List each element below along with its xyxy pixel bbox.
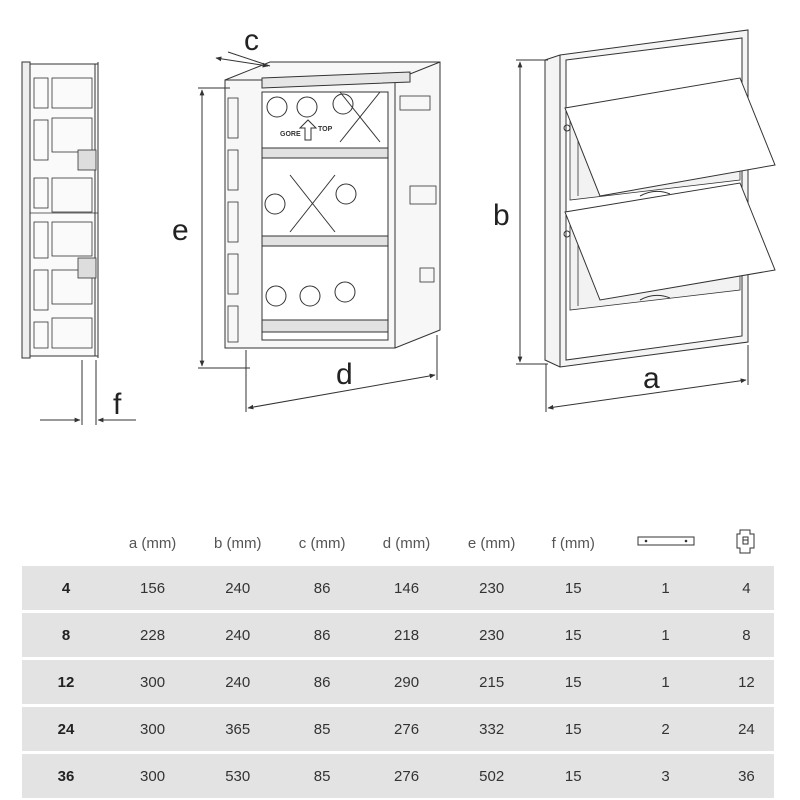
table-cell: 215 bbox=[449, 660, 535, 704]
table-row: 8 228 240 86 218 230 15 1 8 bbox=[22, 613, 774, 657]
table-cell: 300 bbox=[110, 707, 196, 751]
dim-e-line bbox=[198, 87, 250, 369]
table-cell: 290 bbox=[363, 660, 450, 704]
table-cell: 276 bbox=[363, 754, 450, 798]
table-cell: 85 bbox=[280, 754, 364, 798]
header-f: f (mm) bbox=[551, 534, 595, 552]
table-cell: 230 bbox=[449, 613, 535, 657]
dim-label-c: c bbox=[244, 24, 259, 57]
table-cell: 86 bbox=[280, 566, 364, 610]
dimensions-table: a (mm) b (mm) c (mm) d (mm) e (mm) f (mm… bbox=[22, 520, 774, 798]
table-cell: 36 bbox=[22, 754, 110, 798]
side-view bbox=[21, 61, 136, 425]
table-cell: 332 bbox=[449, 707, 535, 751]
table-row: 24 300 365 85 276 332 15 2 24 bbox=[22, 707, 774, 751]
table-row: 12 300 240 86 290 215 15 1 12 bbox=[22, 660, 774, 704]
table-cell: 15 bbox=[534, 660, 613, 704]
table-cell: 530 bbox=[195, 754, 281, 798]
table-row: 4 156 240 86 146 230 15 1 4 bbox=[22, 566, 774, 610]
table-cell: 1 bbox=[612, 613, 719, 657]
rail-icon bbox=[612, 520, 719, 566]
table-cell: 300 bbox=[110, 754, 196, 798]
table-cell: 24 bbox=[22, 707, 110, 751]
table-cell: 85 bbox=[280, 707, 364, 751]
header-a: a (mm) bbox=[128, 534, 177, 552]
header-size bbox=[22, 520, 110, 566]
header-d: d (mm) bbox=[382, 534, 431, 552]
header-e: e (mm) bbox=[467, 534, 516, 552]
table-cell: 300 bbox=[110, 660, 196, 704]
table-cell: 228 bbox=[110, 613, 196, 657]
table-cell: 3 bbox=[612, 754, 719, 798]
box-marking-top: TOP bbox=[318, 126, 333, 133]
table-cell: 502 bbox=[449, 754, 535, 798]
table-cell: 276 bbox=[363, 707, 450, 751]
table-header-row: a (mm) b (mm) c (mm) d (mm) e (mm) f (mm… bbox=[22, 520, 774, 566]
dim-label-a: a bbox=[643, 362, 660, 395]
table-cell: 15 bbox=[534, 754, 613, 798]
table-cell: 240 bbox=[195, 660, 281, 704]
dim-b-line bbox=[516, 59, 548, 365]
dim-a-line bbox=[545, 345, 749, 412]
table-cell: 1 bbox=[612, 566, 719, 610]
table-cell: 12 bbox=[718, 660, 774, 704]
table-cell: 8 bbox=[718, 613, 774, 657]
table-cell: 146 bbox=[363, 566, 450, 610]
table-row: 36 300 530 85 276 502 15 3 36 bbox=[22, 754, 774, 798]
table-cell: 2 bbox=[612, 707, 719, 751]
table-cell: 4 bbox=[22, 566, 110, 610]
table-cell: 15 bbox=[534, 707, 613, 751]
dim-label-e: e bbox=[172, 214, 189, 247]
dim-label-b: b bbox=[493, 199, 510, 232]
breaker-module-icon bbox=[719, 520, 774, 566]
header-c: c (mm) bbox=[298, 534, 346, 552]
table-cell: 4 bbox=[718, 566, 774, 610]
front-panel-view bbox=[544, 29, 776, 368]
header-b: b (mm) bbox=[213, 534, 262, 552]
table-cell: 15 bbox=[534, 566, 613, 610]
box-marking-gore: GORE bbox=[280, 131, 301, 138]
table-cell: 240 bbox=[195, 566, 281, 610]
table-cell: 8 bbox=[22, 613, 110, 657]
table-cell: 24 bbox=[718, 707, 774, 751]
table-cell: 86 bbox=[280, 660, 364, 704]
table-cell: 240 bbox=[195, 613, 281, 657]
dim-label-f: f bbox=[113, 388, 122, 421]
flush-box-view bbox=[224, 61, 441, 349]
table-cell: 230 bbox=[449, 566, 535, 610]
table-cell: 12 bbox=[22, 660, 110, 704]
table-cell: 36 bbox=[718, 754, 774, 798]
table-cell: 1 bbox=[612, 660, 719, 704]
table-cell: 218 bbox=[363, 613, 450, 657]
dim-d-line bbox=[245, 335, 438, 412]
dim-c-line bbox=[215, 51, 271, 68]
table-cell: 86 bbox=[280, 613, 364, 657]
table-cell: 15 bbox=[534, 613, 613, 657]
dim-label-d: d bbox=[336, 358, 353, 391]
technical-drawings: f GORE TOP bbox=[21, 24, 776, 425]
table-cell: 156 bbox=[110, 566, 196, 610]
table-cell: 365 bbox=[195, 707, 281, 751]
